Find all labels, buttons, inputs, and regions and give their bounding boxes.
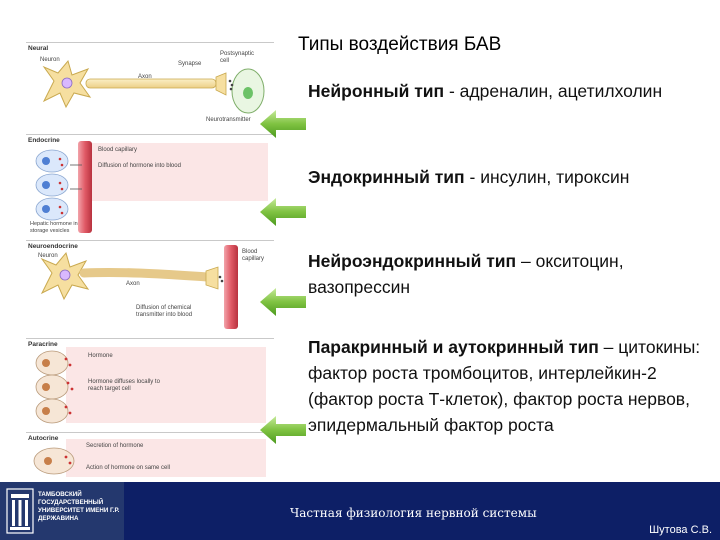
neuroendocrine-neuron-text: Neuron <box>38 253 58 259</box>
university-logo: Тамбовский государственный университет и… <box>0 482 124 540</box>
neuroendocrine-axon-text: Axon <box>126 281 140 287</box>
neuroendocrine-blood-line2: capillary <box>242 256 265 262</box>
neuroendocrine-diff-line1: Diffusion of chemical <box>136 305 192 311</box>
entry-neuroendocrine-type: Нейроэндокринный тип <box>308 251 517 271</box>
university-name: Тамбовский государственный университет и… <box>38 491 120 522</box>
neural-diagram: Neural Neuron Axon Synapse Postsynaptic … <box>26 42 274 130</box>
entry-paracrine-autocrine: Паракринный и аутокринный тип – цитокины… <box>308 334 716 438</box>
footer-bar: Тамбовский государственный университет и… <box>0 482 720 540</box>
paracrine-label: Paracrine <box>28 341 58 348</box>
endocrine-storage-line1: Hepatic hormone in <box>30 221 78 227</box>
paracrine-diffusion-text: Hormone diffuses locally to reach target… <box>88 379 160 393</box>
neuroendocrine-diffusion-text: Diffusion of chemical transmitter into b… <box>136 305 192 319</box>
entry-neural-type: Нейронный тип <box>308 81 445 101</box>
slide-title: Типы воздействия БАВ <box>298 34 502 55</box>
arrow-left-icon <box>260 288 306 316</box>
endocrine-label: Endocrine <box>28 137 60 144</box>
entry-paracrine-type: Паракринный и аутокринный тип <box>308 337 599 357</box>
neuroendocrine-capillary <box>224 245 238 329</box>
neural-axon <box>85 78 217 89</box>
neural-postsynaptic-word: Postsynaptic <box>220 51 255 57</box>
arrow-left-icon <box>260 416 306 444</box>
neuroendocrine-diagram: Neuroendocrine Neuron Axon Blood capilla… <box>26 240 274 332</box>
entry-endocrine-type: Эндокринный тип <box>308 167 465 187</box>
autocrine-secretion-text: Secretion of hormone <box>86 443 144 449</box>
paracrine-diff-line1: Hormone diffuses locally to <box>88 379 160 385</box>
endocrine-diagram: Endocrine Blood capillary Diffusion of h… <box>26 134 274 234</box>
neural-synapse-text: Synapse <box>178 61 202 67</box>
footer-author: Шутова С.В. <box>649 524 712 536</box>
neural-neuron-text: Neuron <box>40 57 60 63</box>
neural-neurotransmitter-text: Neurotransmitter <box>206 117 251 123</box>
arrow-left-icon <box>260 198 306 226</box>
endocrine-diffusion-text: Diffusion of hormone into blood <box>98 163 181 169</box>
endocrine-capillary <box>78 141 92 233</box>
university-emblem-icon <box>6 488 34 534</box>
entry-paracrine-examples: – цитокины: фактор роста тромбоцитов, ин… <box>308 337 701 435</box>
neuroendocrine-diff-line2: transmitter into blood <box>136 312 193 318</box>
autocrine-diagram: Autocrine Secretion of hormone Action of… <box>26 432 274 480</box>
endocrine-capillary-text: Blood capillary <box>98 147 138 153</box>
entry-neuroendocrine: Нейроэндокринный тип – окситоцин, вазопр… <box>308 248 716 300</box>
entry-endocrine-examples: - инсулин, тироксин <box>464 167 630 187</box>
diagram-panel: Neural Neuron Axon Synapse Postsynaptic … <box>26 42 274 482</box>
neural-cell-word: cell <box>220 58 230 64</box>
neural-label: Neural <box>28 45 49 52</box>
neuroendocrine-blood-line1: Blood <box>242 249 258 255</box>
endocrine-storage-text: Hepatic hormone in storage vesicles <box>30 221 78 234</box>
paracrine-diff-line2: reach target cell <box>88 386 131 392</box>
entry-neural: Нейронный тип - адреналин, ацетилхолин <box>308 78 716 104</box>
neuroendocrine-label: Neuroendocrine <box>28 243 78 250</box>
entry-neuroendocrine-examples: – окситоцин, вазопрессин <box>308 251 624 297</box>
neural-postsynaptic-text: Postsynaptic cell <box>220 51 254 65</box>
neural-axon-text: Axon <box>138 74 152 80</box>
footer-caption: Частная физиология нервной системы <box>290 506 537 520</box>
arrow-left-icon <box>260 110 306 138</box>
neuroendocrine-blood-text: Blood capillary <box>242 249 264 263</box>
paracrine-diagram: Paracrine Hormone Hormone diffuses local… <box>26 338 274 428</box>
autocrine-action-text: Action of hormone on same cell <box>86 465 171 471</box>
entry-neural-examples: - адреналин, ацетилхолин <box>444 81 663 101</box>
entry-endocrine: Эндокринный тип - инсулин, тироксин <box>308 164 716 190</box>
endocrine-storage-line2: storage vesicles <box>30 227 70 234</box>
autocrine-label: Autocrine <box>28 435 59 442</box>
paracrine-hormone-text: Hormone <box>88 353 113 359</box>
